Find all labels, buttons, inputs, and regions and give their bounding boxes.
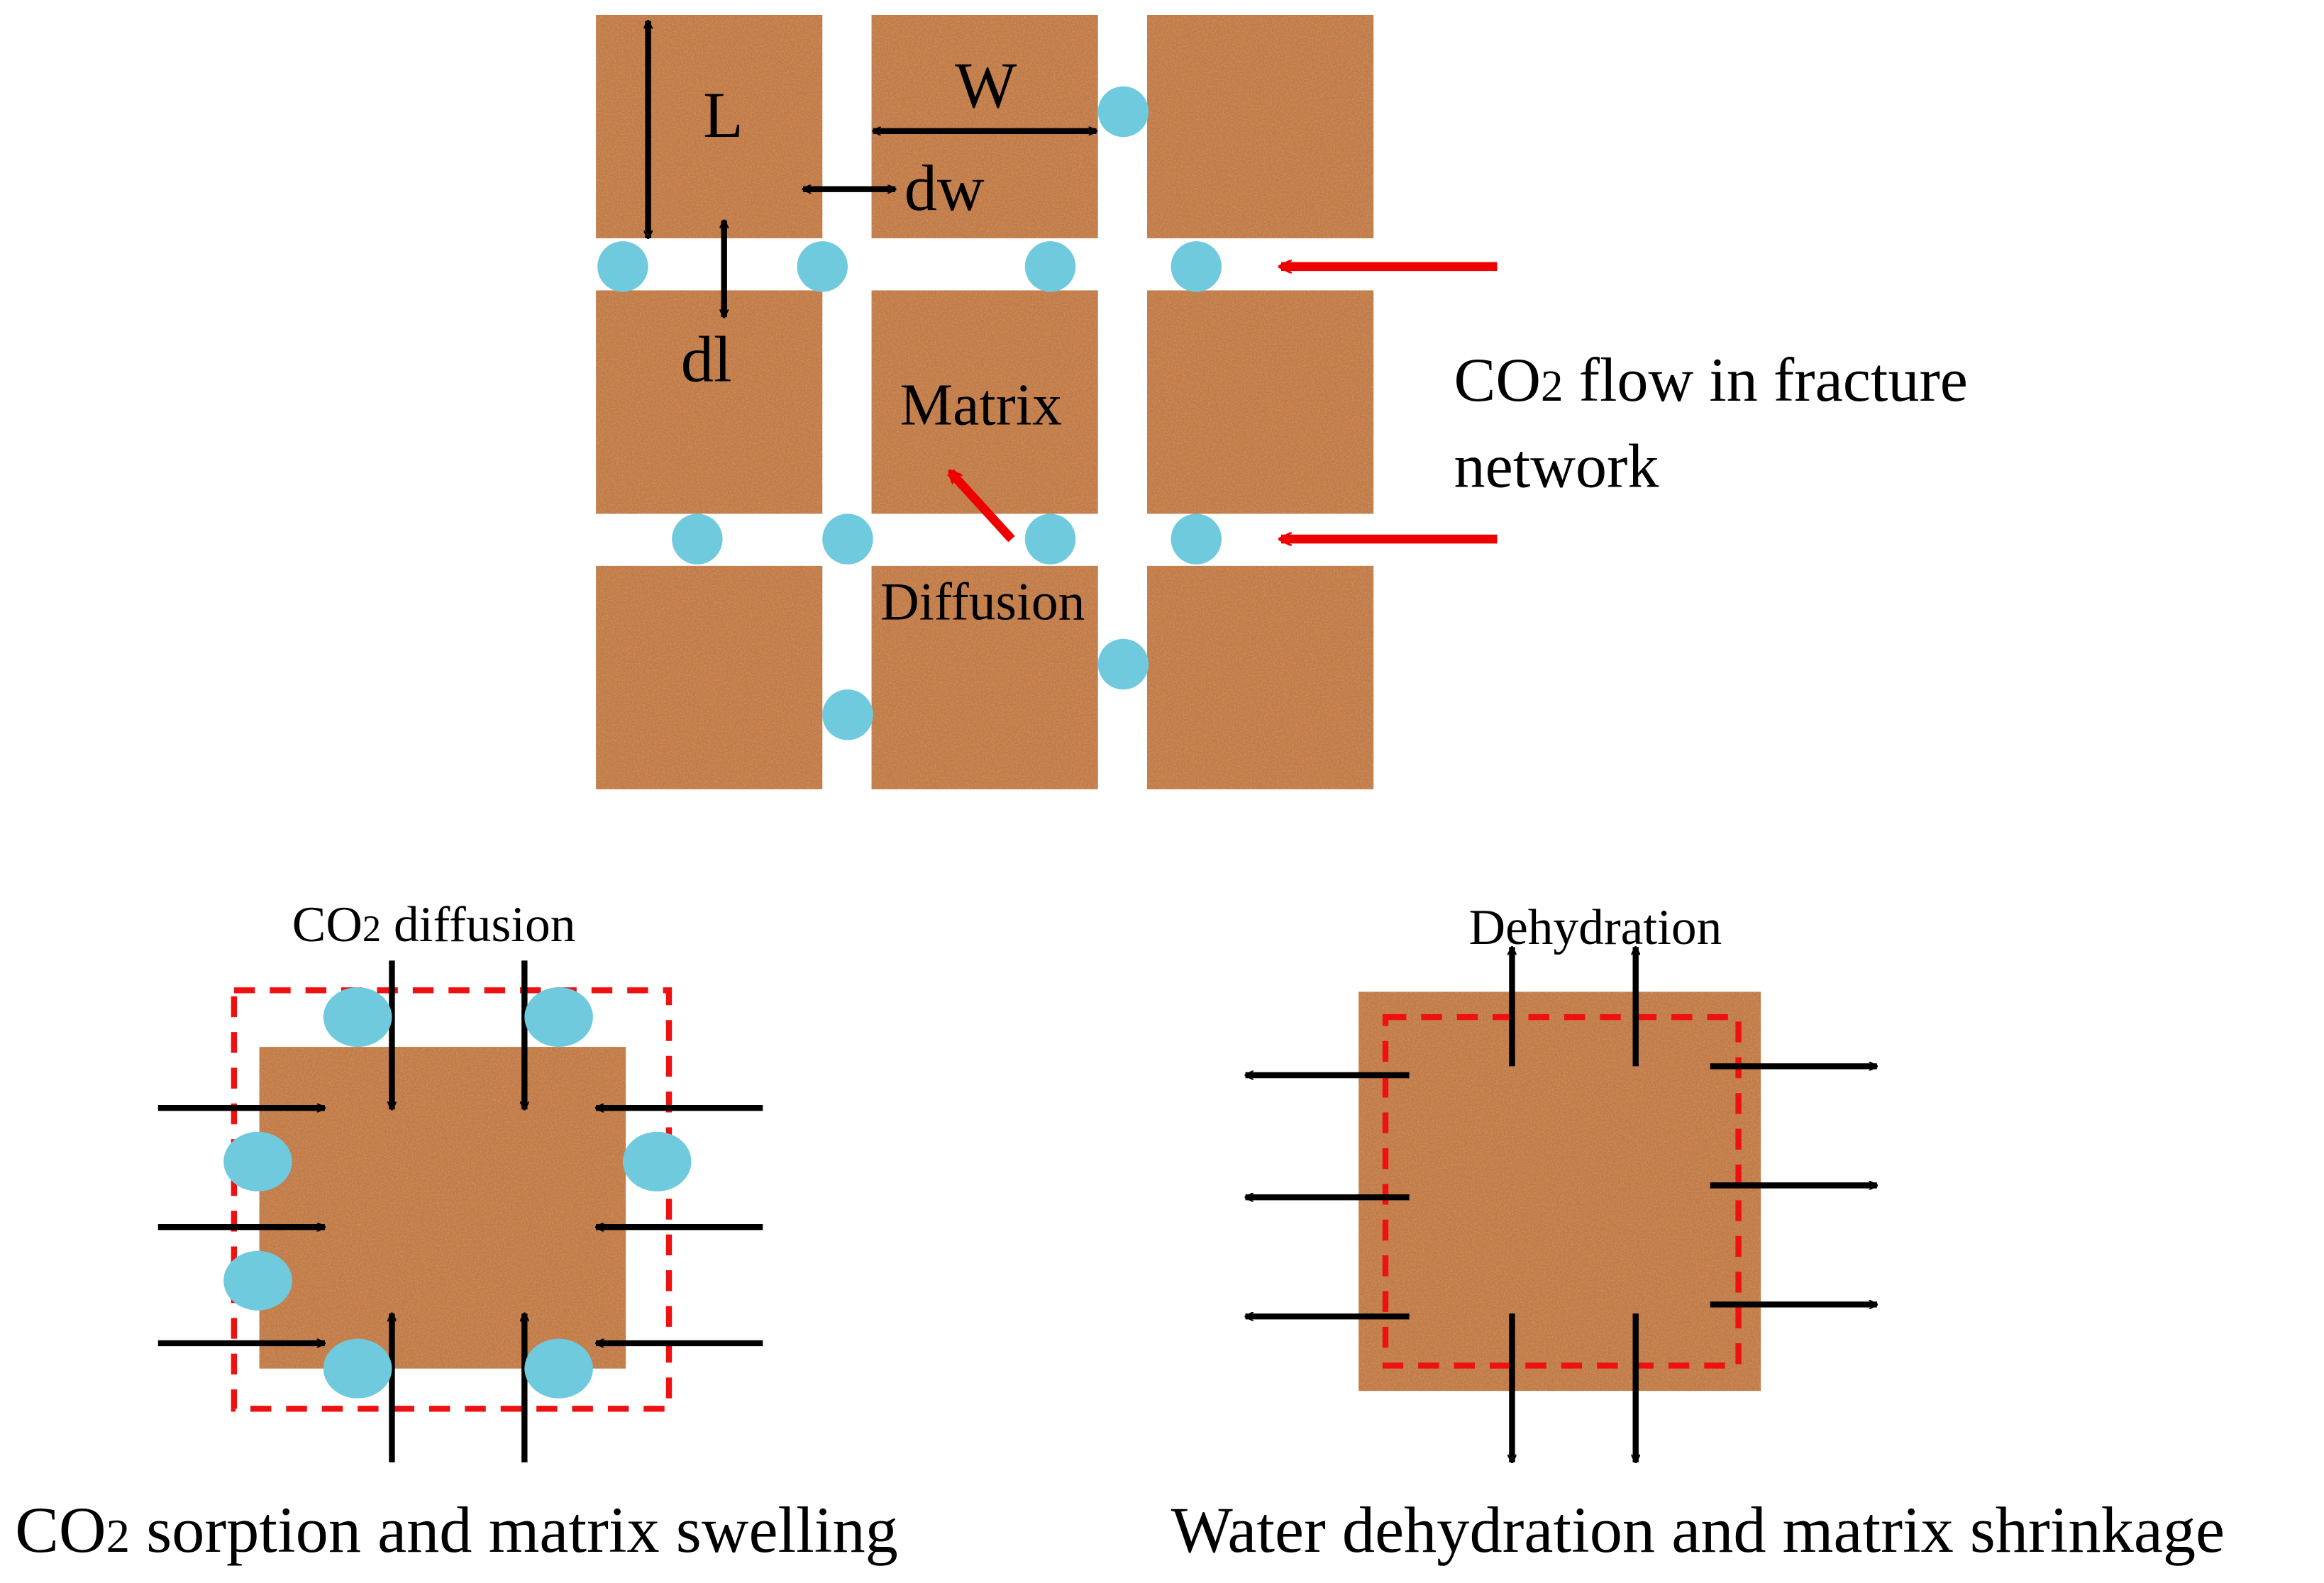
co2-molecule [1024,513,1076,565]
matrix-block [871,14,1098,238]
co2-molecule [822,689,873,740]
matrix-block [596,290,823,514]
label-matrix: Matrix [900,372,1062,438]
co2-molecule [1024,241,1076,292]
co2-molecule [622,1131,692,1192]
matrix-block [596,14,823,238]
diffusion-arrow [951,472,1015,543]
label-dl: dl [681,323,732,396]
dimension-arrows [648,21,1097,317]
label-W: W [955,49,1017,121]
co2-molecule [323,987,392,1048]
shrinkage-panel: Dehydration Water dehydration and matrix… [1171,899,2225,1566]
matrix-block [1147,565,1374,789]
co2-molecule [1171,513,1222,565]
shrinkage-matrix-block [1359,992,1761,1392]
flow-label-line1: CO2 flow in fracture [1454,345,1968,415]
co2-molecule [524,1338,593,1399]
swelling-caption: CO2 sorption and matrix swelling [15,1494,898,1566]
matrix-block [1147,290,1374,514]
fracture-flow-arrows [951,267,1498,539]
swelling-matrix-block [259,1047,626,1369]
co2-molecule [797,241,848,292]
swelling-panel: CO2 diffusion CO2 sorption and matrix sw… [15,896,898,1566]
swelling-inward-arrows [157,960,763,1462]
fracture-network [596,14,1374,789]
label-L: L [703,79,743,151]
co2-molecule [223,1131,292,1192]
swelling-boundary-dashed [231,987,673,1412]
swelling-co2-molecules [223,987,692,1399]
matrix-block [871,290,1098,514]
co2-molecule [1097,86,1149,138]
label-dw: dw [904,152,985,224]
co2-molecule [597,241,648,292]
co2-diffusion-label: CO2 diffusion [292,896,576,952]
shrinkage-boundary-dashed [1382,1013,1742,1369]
matrix-block [596,565,823,789]
flow-label-line2: network [1454,432,1660,501]
co2-molecule [822,513,873,565]
co2-molecule [223,1250,292,1311]
matrix-block [871,565,1098,789]
co2-molecule [323,1338,392,1399]
shrinkage-outward-arrows [1246,947,1877,1462]
shrinkage-caption: Water dehydration and matrix shrinkage [1171,1494,2225,1566]
dehydration-label: Dehydration [1469,899,1722,955]
matrix-block [1147,14,1374,238]
co2-molecule [524,987,593,1048]
co2-molecule [1171,241,1222,292]
co2-molecule [672,513,723,565]
co2-molecule [1097,638,1149,690]
label-diffusion: Diffusion [880,572,1085,631]
